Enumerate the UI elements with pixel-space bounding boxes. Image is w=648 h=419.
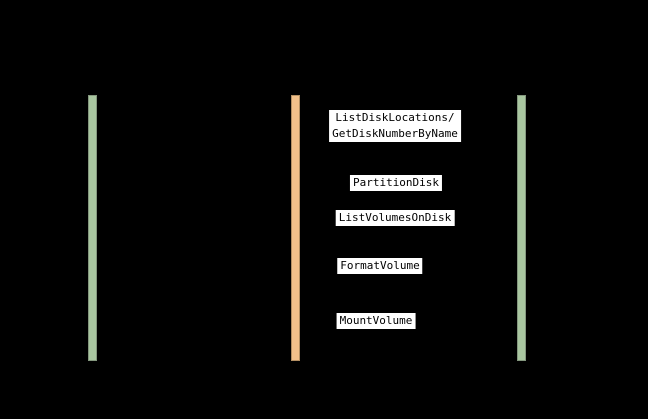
message-label-list-volumes-on-disk: ListVolumesOnDisk [335, 210, 455, 226]
message-label-format-volume: FormatVolume [337, 258, 423, 274]
message-label-partition-disk: PartitionDisk [349, 175, 443, 191]
activation-bar-left [88, 95, 97, 361]
activation-bar-right [517, 95, 526, 361]
message-label-mount-volume: MountVolume [336, 313, 416, 329]
activation-bar-middle [291, 95, 300, 361]
message-label-list-disk-locations: ListDiskLocations/ GetDiskNumberByName [329, 110, 461, 142]
